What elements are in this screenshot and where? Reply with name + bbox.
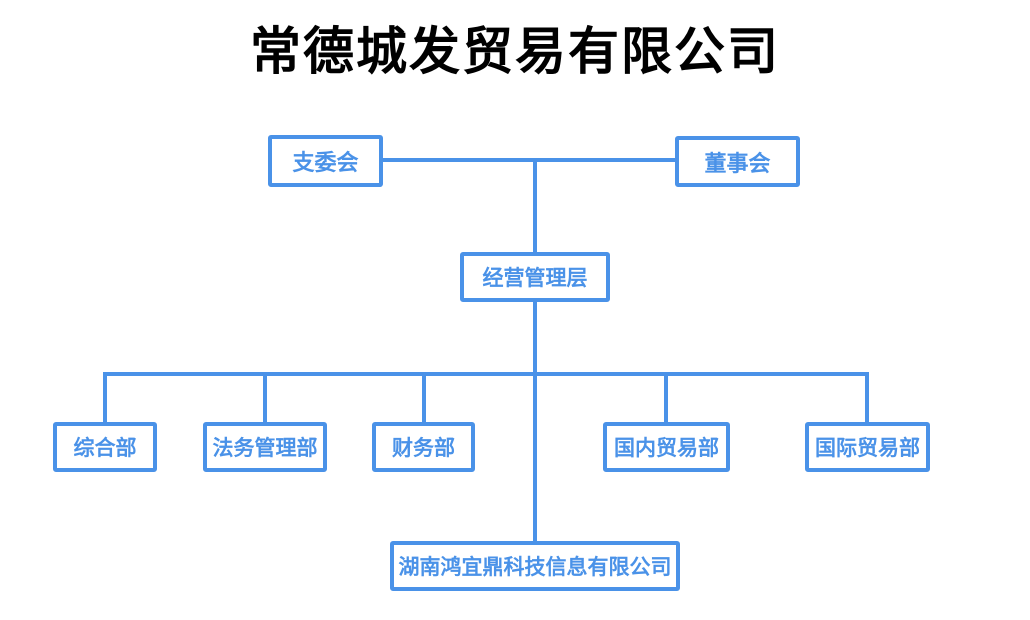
node-board-of-directors: 董事会	[675, 136, 800, 187]
node-subsidiary-company: 湖南鸿宜鼎科技信息有限公司	[390, 541, 680, 591]
node-legal-management-dept: 法务管理部	[203, 422, 327, 472]
connector-drop-international-trade-dept	[865, 372, 869, 422]
connector-top-horizontal	[383, 158, 675, 162]
connector-drop-general-dept	[103, 372, 107, 422]
node-finance-dept: 财务部	[372, 422, 475, 472]
node-domestic-trade-dept: 国内贸易部	[603, 422, 730, 472]
connector-drop-finance-dept	[422, 372, 426, 422]
connector-drop-legal-dept	[263, 372, 267, 422]
page-title: 常德城发贸易有限公司	[249, 22, 780, 82]
node-general-dept: 综合部	[53, 422, 157, 472]
connector-lower-vertical	[533, 302, 537, 541]
node-international-trade-dept: 国际贸易部	[805, 422, 930, 472]
connector-level3-horizontal	[103, 372, 869, 376]
connector-drop-domestic-trade-dept	[664, 372, 668, 422]
node-management-layer: 经营管理层	[460, 252, 610, 302]
node-party-branch-committee: 支委会	[268, 135, 383, 187]
connector-upper-vertical	[533, 160, 537, 252]
